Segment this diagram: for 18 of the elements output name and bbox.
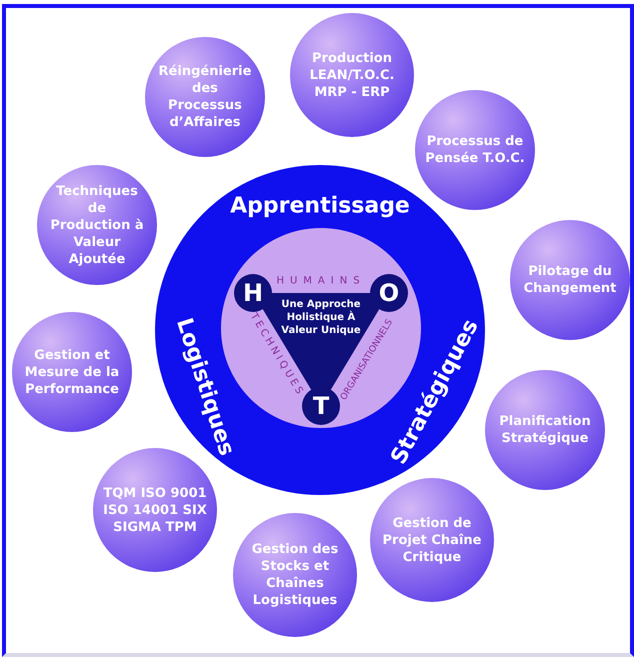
topic-label: Processus de Pensée T.O.C. [424, 133, 526, 167]
topic-label: Pilotage du Changement [522, 263, 618, 297]
letter-circle [370, 274, 408, 312]
topic-label: Production LEAN/T.O.C. MRP - ERP [308, 50, 396, 100]
letter-circle [234, 274, 272, 312]
letter-label: H [242, 280, 264, 306]
topic-label: Gestion et Mesure de la Performance [24, 346, 120, 398]
side-label: HUMAINS [276, 276, 366, 286]
hub-label: Apprentissage [230, 194, 410, 218]
topic-label: Techniques de Production à Valeur Ajoutée [49, 182, 145, 268]
letter-circle [302, 387, 340, 425]
letter-label: O [378, 280, 400, 306]
letter-label: T [312, 393, 330, 419]
topic-label: TQM ISO 9001 ISO 14001 SIX SIGMA TPM [102, 484, 208, 536]
topic-label: Gestion des Stocks et Chaînes Logistiques [250, 541, 340, 609]
topic-label: Réingénierie des Processus d’Affaires [158, 63, 252, 131]
topic-label: Gestion de Projet Chaîne Critique [382, 514, 482, 566]
topic-label: Planification Stratégique [498, 413, 592, 447]
